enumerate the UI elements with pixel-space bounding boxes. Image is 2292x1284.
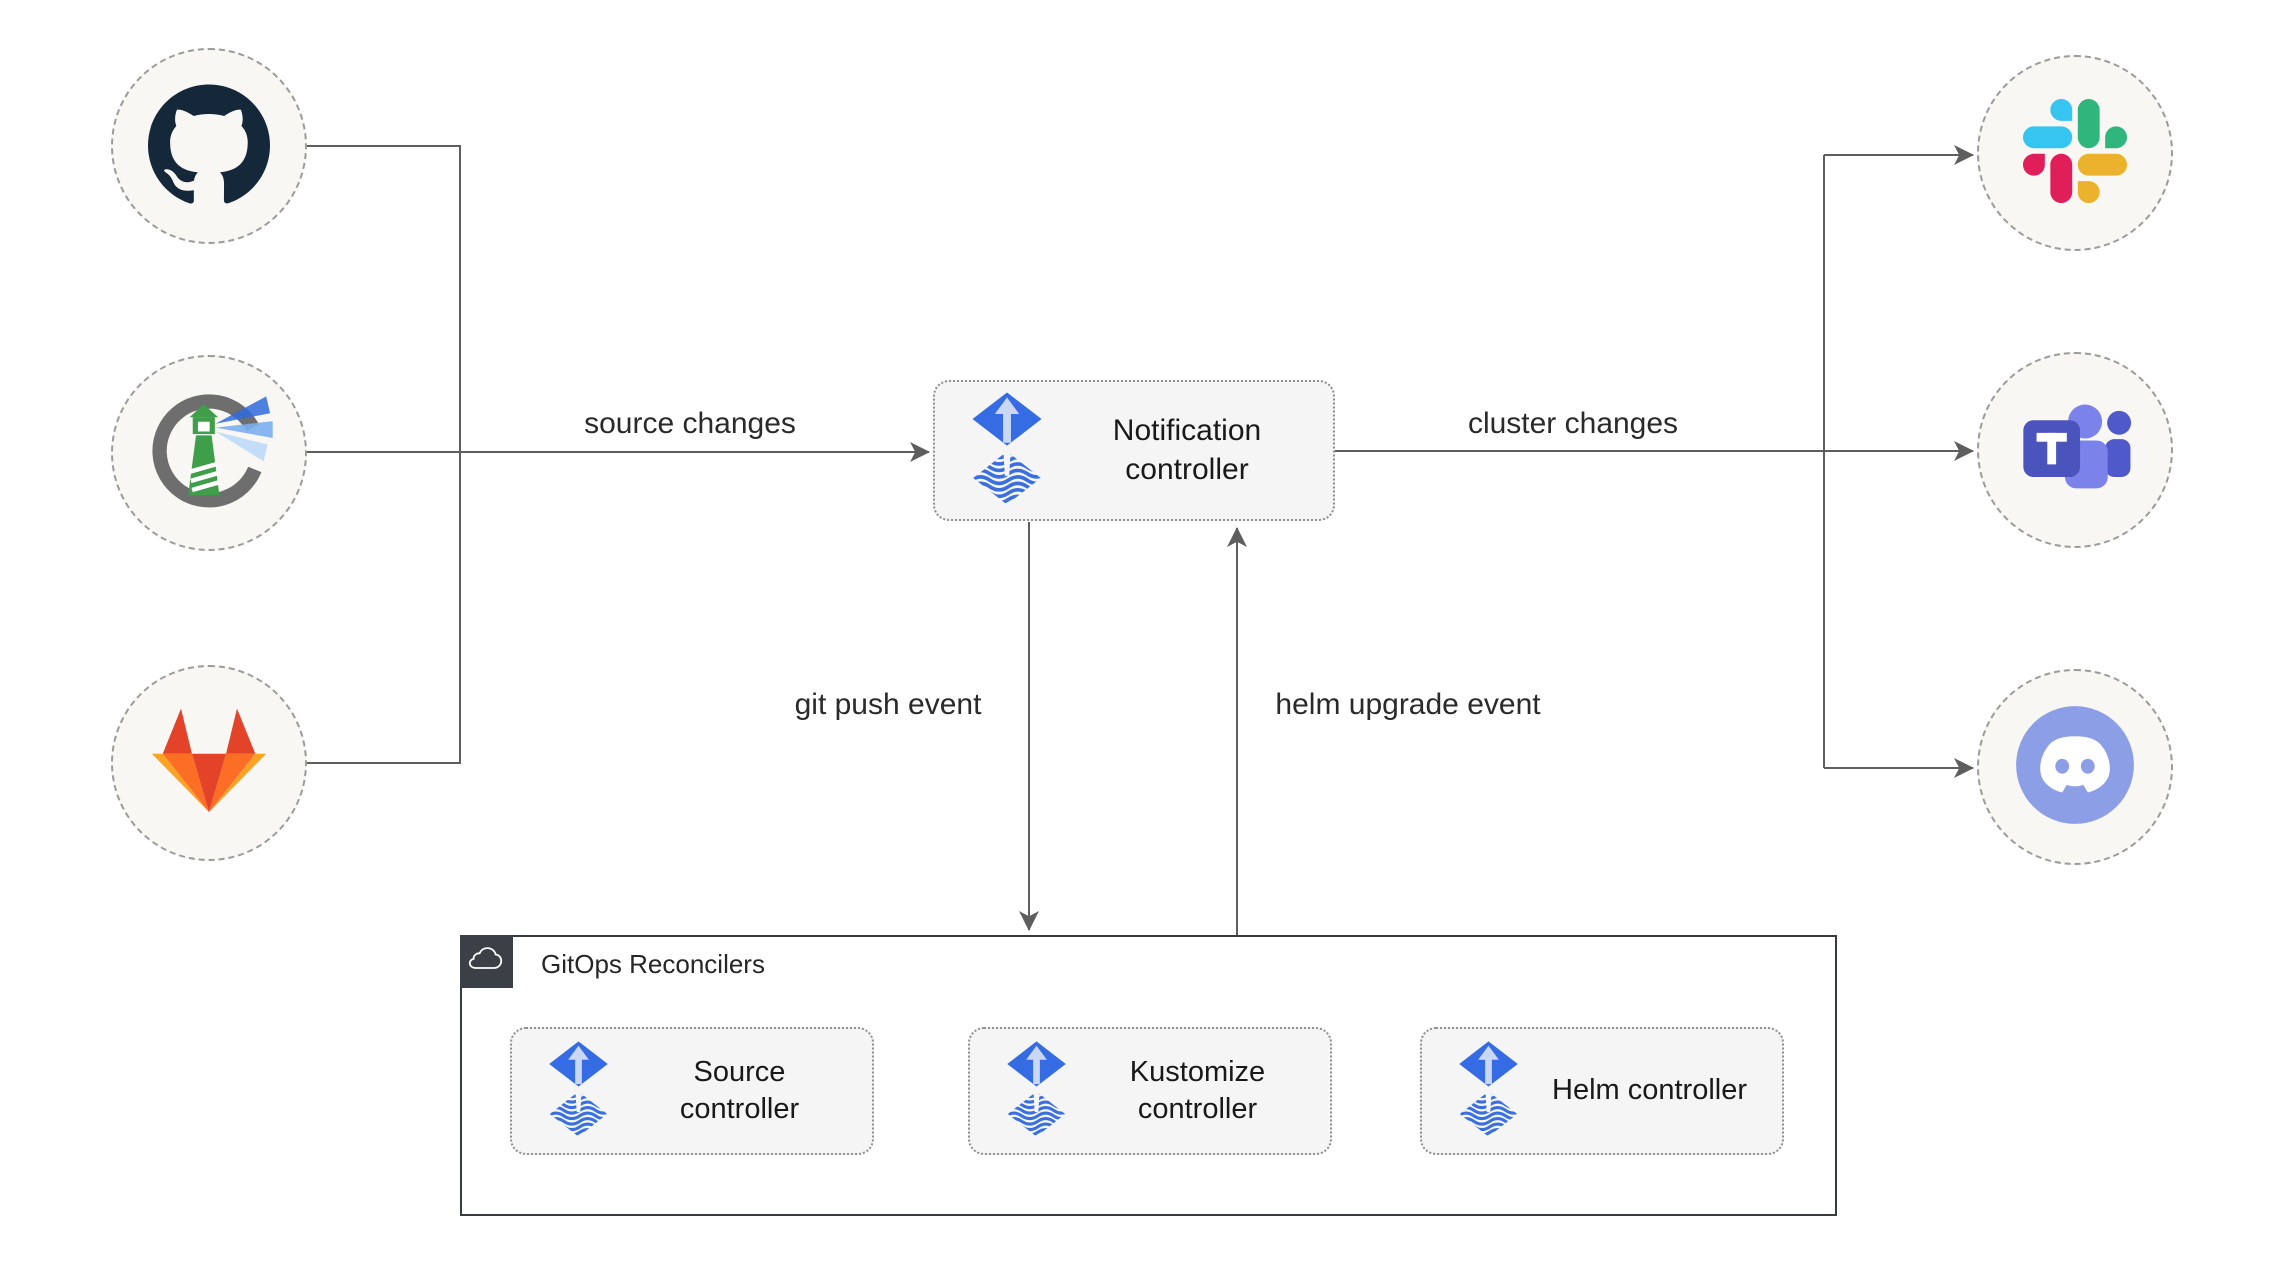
flux-icon	[1458, 1040, 1519, 1143]
flux-icon	[1006, 1040, 1067, 1143]
source-controller-label: Source controller	[679, 1055, 800, 1125]
source-controller-box[interactable]: Source controller	[510, 1027, 874, 1155]
kustomize-controller-label: Kustomize controller	[1129, 1055, 1266, 1125]
helm-controller-box[interactable]: Helm controller	[1420, 1027, 1784, 1155]
node-slack[interactable]	[1977, 55, 2173, 251]
node-discord[interactable]	[1977, 669, 2173, 865]
node-harbor[interactable]	[111, 355, 307, 551]
github-icon	[148, 83, 270, 210]
edge-label-source-changes: source changes	[584, 407, 796, 440]
flux-icon	[548, 1040, 609, 1143]
edge-label-helm-upgrade-event: helm upgrade event	[1275, 688, 1541, 721]
harbor-icon	[144, 386, 274, 521]
teams-icon	[2012, 385, 2138, 516]
discord-icon	[2011, 701, 2139, 834]
edge-label-git-push-event: git push event	[794, 688, 982, 721]
cloud-icon	[468, 944, 506, 979]
node-teams[interactable]	[1977, 352, 2173, 548]
node-github[interactable]	[111, 48, 307, 244]
slack-icon	[2023, 99, 2127, 208]
helm-controller-label: Helm controller	[1552, 1074, 1747, 1107]
flux-icon	[971, 391, 1043, 511]
gitlab-icon	[148, 705, 270, 822]
kustomize-controller-box[interactable]: Kustomize controller	[968, 1027, 1332, 1155]
node-gitlab[interactable]	[111, 665, 307, 861]
edge-label-cluster-changes: cluster changes	[1467, 407, 1679, 440]
gitops-header-square	[460, 935, 513, 988]
notification-controller-box[interactable]: Notification controller	[933, 380, 1335, 521]
notification-controller-label: Notification controller	[1112, 414, 1262, 486]
gitops-title: GitOps Reconcilers	[541, 949, 765, 979]
